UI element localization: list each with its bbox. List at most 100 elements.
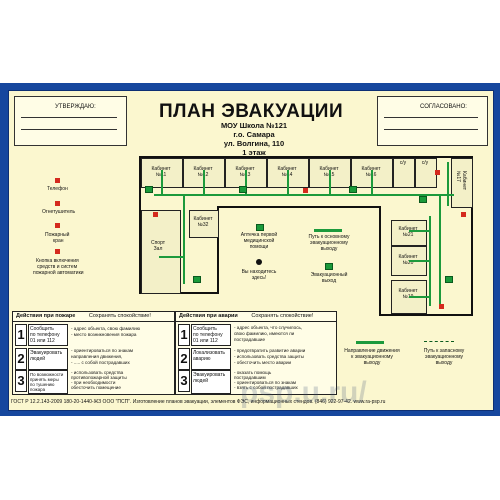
fire-panel-calm: Сохранять спокойствие! <box>88 313 151 319</box>
fire-step-2-bullet: - ..... с собой пострадавших <box>71 360 130 365</box>
room-32-label: Кабинет №32 <box>193 216 213 228</box>
floor-label: 1 этаж <box>242 148 266 157</box>
approve-box: УТВЕРЖДАЮ: <box>14 96 127 146</box>
main-evac-path <box>183 194 185 284</box>
room-path <box>161 170 163 194</box>
accident-step-3-bullet: - взять с собой пострадавших <box>234 385 298 390</box>
fire-step-2-bullet: - ориентироваться по знакам <box>71 348 134 353</box>
agreed-signature-line <box>384 117 478 118</box>
extinguisher-icon <box>303 188 308 193</box>
fire-step-1-bullet: - место возникновения пожара <box>71 332 137 337</box>
evacuation-plan-poster: УТВЕРЖДАЮ: СОГЛАСОВАНО: ПЛАН ЭВАКУАЦИИ М… <box>0 83 500 416</box>
room-path <box>371 170 373 194</box>
room-21-label: Кабинет №21 <box>398 226 418 238</box>
accident-step-1: Сообщить по телефону 01 или 112 <box>191 324 231 346</box>
accident-panel-calm: Сохранять спокойствие! <box>251 313 314 319</box>
fire-step-2: Эвакуировать людей <box>28 348 68 370</box>
accident-step-1-bullet: свою фамилию, имеются ли <box>234 331 295 336</box>
legend-alarm-button: пожарной автоматики <box>33 270 84 276</box>
room-path <box>287 170 289 194</box>
legend-evac-exit: Эвакуационный выход <box>310 272 348 284</box>
restroom-1-label: с/у <box>399 160 407 166</box>
floor-plan: Кабинет №11 Кабинет №12 Кабинет №13 Каби… <box>139 156 494 316</box>
accident-panel-heading: Действия при аварии <box>179 313 238 319</box>
fire-step-1-bullet: - адрес объекта, свою фамилию <box>71 326 141 331</box>
accident-step-1-bullet: - адрес объекта, что случилось, <box>234 325 303 330</box>
room-path <box>409 230 431 232</box>
reserve-evac-path <box>447 162 449 206</box>
fire-step-2-number: 2 <box>15 348 27 370</box>
exit-sign-icon <box>193 276 201 283</box>
exit-sign-icon <box>145 186 153 193</box>
restroom-1 <box>393 158 415 188</box>
room-19-label: Кабинет №19 <box>398 288 418 300</box>
extinguisher-icon <box>55 201 60 206</box>
room-path <box>409 260 431 262</box>
fire-panel-heading: Действия при пожаре <box>16 313 76 319</box>
accident-step-2-number: 2 <box>178 348 190 370</box>
legend-hydrant: Пожарный <box>45 232 70 238</box>
legend-hydrant: кран <box>53 238 64 244</box>
watermark: psp.u.ru/ <box>240 376 367 409</box>
accident-step-2-bullet: - использовать средства защиты <box>234 354 304 359</box>
fire-step-2-bullet: направления движения, <box>71 354 123 359</box>
agreed-signature-line <box>384 129 478 130</box>
legend-first-aid: Аптечка первой медицинской помощи <box>240 232 278 250</box>
plan-title: ПЛАН ЭВАКУАЦИИ <box>159 101 344 122</box>
fire-step-3-bullet: обесточить помещение <box>71 385 121 390</box>
fire-step-1: Сообщить по телефону 01 или 112 <box>28 324 68 346</box>
fire-step-3-bullet: - при необходимости <box>71 380 116 385</box>
fire-actions-panel: Действия при пожаре Сохранять спокойстви… <box>12 311 175 395</box>
fire-step-3-bullet: - использовать средства <box>71 370 124 375</box>
main-path-icon <box>314 229 342 232</box>
room-path <box>329 170 331 194</box>
accident-step-3-bullet: пострадавшим <box>234 375 266 380</box>
room-17-label: Кабинет №17 <box>455 171 467 191</box>
accident-step-3-bullet: - оказать помощь <box>234 370 272 375</box>
you-are-here-icon <box>256 259 262 265</box>
agreed-box: СОГЛАСОВАНО: <box>377 96 488 146</box>
fire-step-3-number: 3 <box>15 370 27 392</box>
room-17 <box>451 158 473 208</box>
first-aid-icon <box>256 224 264 231</box>
gym-label: Спорт Зал <box>150 240 166 252</box>
main-evac-path <box>439 194 441 304</box>
accident-step-1-number: 1 <box>178 324 190 346</box>
direction-arrow-icon <box>356 341 384 344</box>
legend-phone: Телефон <box>47 186 68 192</box>
gym <box>141 210 181 294</box>
accident-step-2: Локализовать аварию <box>191 348 231 370</box>
extinguisher-icon <box>435 170 440 175</box>
accident-step-2-bullet: - предотвратить развитие аварии <box>234 348 306 353</box>
gym-path <box>159 256 185 258</box>
agreed-label: СОГЛАСОВАНО: <box>420 104 467 110</box>
approve-signature-line <box>21 129 117 130</box>
approve-signature-line <box>21 117 117 118</box>
fire-step-3-bullet: противопожарной защиты <box>71 375 127 380</box>
room-32 <box>189 210 219 238</box>
fire-step-1-number: 1 <box>15 324 27 346</box>
accident-actions-panel: Действия при аварии Сохранять спокойстви… <box>175 311 337 395</box>
extinguisher-icon <box>153 212 158 217</box>
org-name: МОУ Школа №121 <box>220 121 288 130</box>
hydrant-icon <box>55 223 60 228</box>
accident-step-3-bullet: - ориентироваться по знакам <box>234 380 297 385</box>
legend-reserve-path: Путь к запасному эвакуационному выходу <box>423 348 465 366</box>
org-street: ул. Волгина, 110 <box>223 139 285 148</box>
extinguisher-icon <box>439 304 444 309</box>
room-path <box>203 170 205 194</box>
room-path <box>245 170 247 194</box>
restroom-2-label: с/у <box>421 160 429 166</box>
accident-step-1-bullet: пострадавшие <box>234 337 266 342</box>
approve-label: УТВЕРЖДАЮ: <box>55 104 96 110</box>
room-21 <box>391 220 427 246</box>
exit-sign-icon <box>419 196 427 203</box>
legend-main-path: Путь к основному эвакуационному выходу <box>308 234 350 252</box>
exit-sign-icon <box>349 186 357 193</box>
plan-sheet: УТВЕРЖДАЮ: СОГЛАСОВАНО: ПЛАН ЭВАКУАЦИИ М… <box>8 90 494 411</box>
fire-step-3: По возможности принять меры по тушению п… <box>28 370 68 394</box>
main-evac-path <box>154 194 454 196</box>
exit-sign-icon <box>239 186 247 193</box>
alarm-button-icon <box>55 249 60 254</box>
accident-panel-header: Действия при аварии Сохранять спокойстви… <box>176 312 336 322</box>
